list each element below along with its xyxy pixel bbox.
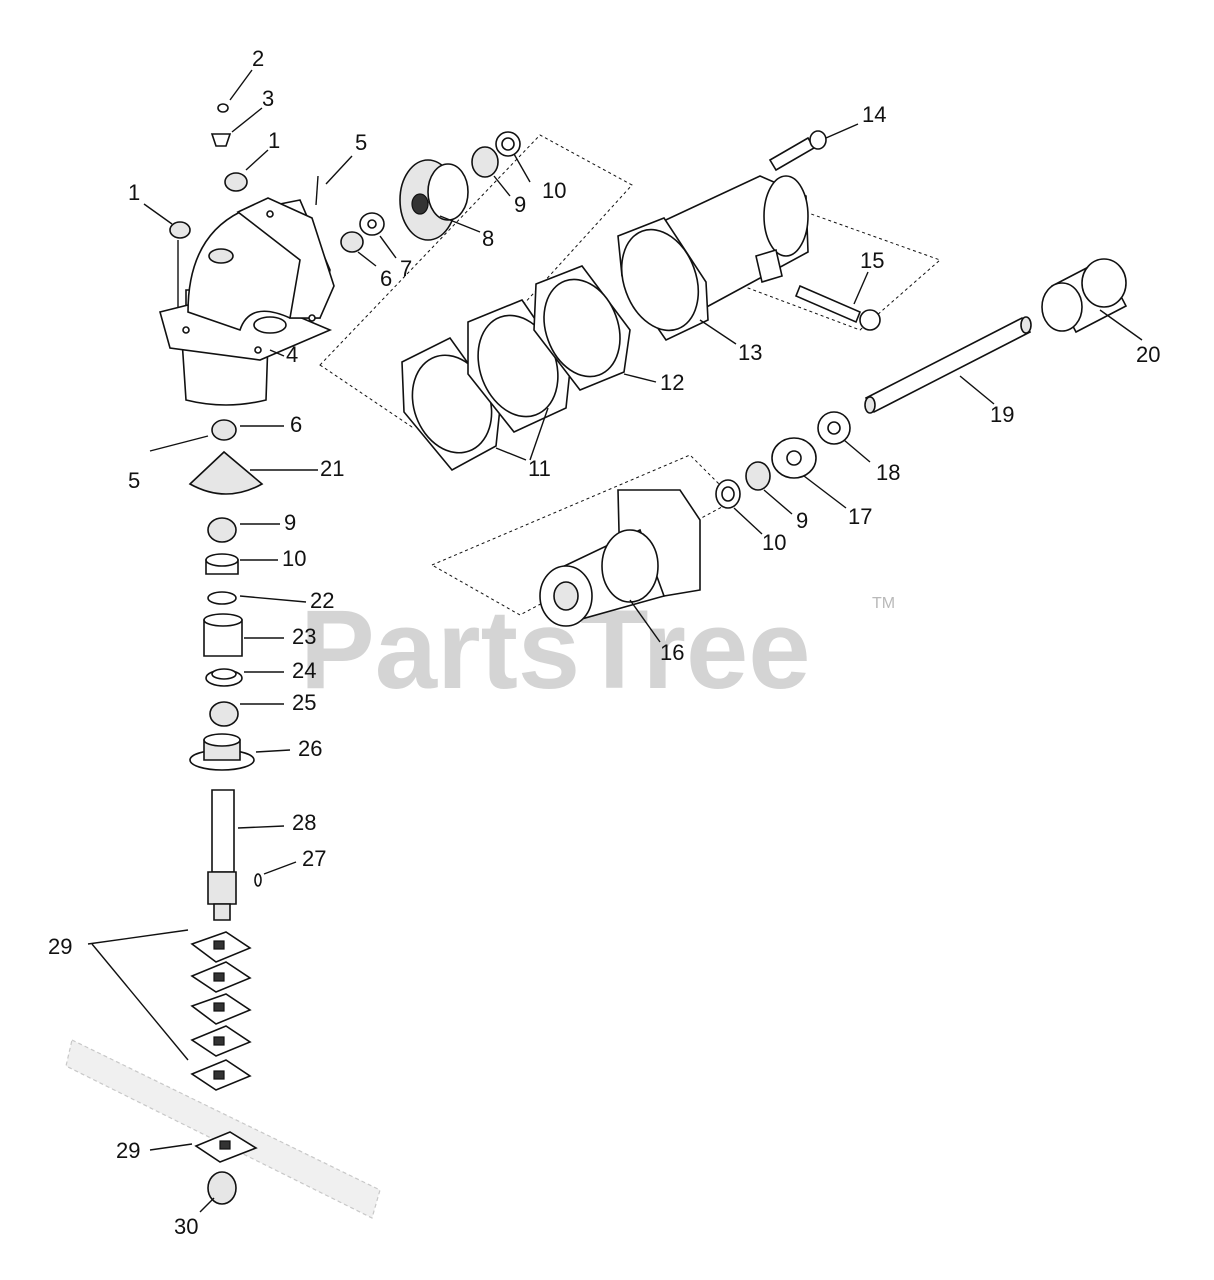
callout-10-stack: 10 bbox=[282, 546, 306, 571]
part-22-ring[interactable] bbox=[207, 591, 237, 605]
part-8-bevel-gear-large[interactable] bbox=[399, 159, 469, 241]
part-7-washer[interactable] bbox=[359, 212, 385, 236]
callout-5-top: 5 bbox=[355, 130, 367, 155]
callout-22: 22 bbox=[310, 588, 334, 613]
part-12-gasket[interactable] bbox=[531, 265, 633, 391]
callout-16: 16 bbox=[660, 640, 684, 665]
watermark-trademark: TM bbox=[872, 595, 895, 612]
part-20-sleeve[interactable] bbox=[1041, 258, 1128, 334]
part-10-seal-stack[interactable] bbox=[205, 553, 239, 575]
part-5-pin-top[interactable] bbox=[315, 175, 319, 206]
callout-23: 23 bbox=[292, 624, 316, 649]
part-9-bearing-stack[interactable] bbox=[207, 517, 237, 543]
callout-30: 30 bbox=[174, 1214, 198, 1239]
callout-27: 27 bbox=[302, 846, 326, 871]
part-2-screw[interactable] bbox=[217, 103, 229, 113]
part-6-nut-upper[interactable] bbox=[340, 231, 364, 253]
blade bbox=[65, 1039, 381, 1219]
leader-lines bbox=[87, 69, 1143, 1213]
part-29-plate-single[interactable] bbox=[194, 1131, 258, 1163]
callout-9-stack: 9 bbox=[284, 510, 296, 535]
callout-4: 4 bbox=[286, 342, 298, 367]
part-30-nut[interactable] bbox=[207, 1171, 237, 1205]
callout-17: 17 bbox=[848, 504, 872, 529]
part-3-plug[interactable] bbox=[210, 133, 232, 147]
callout-11: 11 bbox=[528, 456, 551, 481]
callout-2: 2 bbox=[252, 46, 264, 71]
part-13-tube-housing[interactable] bbox=[608, 175, 809, 342]
part-29-plate-stack[interactable] bbox=[190, 931, 252, 1091]
callout-19: 19 bbox=[990, 402, 1014, 427]
callout-28: 28 bbox=[292, 810, 316, 835]
callout-7: 7 bbox=[400, 256, 412, 281]
callout-18: 18 bbox=[876, 460, 900, 485]
assembly-plane-upper bbox=[319, 134, 633, 428]
callout-1-top: 1 bbox=[268, 128, 280, 153]
callout-12: 12 bbox=[660, 370, 684, 395]
part-5-pin-lower[interactable] bbox=[149, 435, 209, 452]
part-9-bearing-lower[interactable] bbox=[745, 461, 771, 491]
part-6-nut-lower[interactable] bbox=[211, 419, 237, 441]
callout-29-single: 29 bbox=[116, 1138, 140, 1163]
part-15-bolt[interactable] bbox=[794, 284, 881, 331]
part-14-bolt[interactable] bbox=[768, 130, 827, 172]
part-19-drive-shaft[interactable] bbox=[864, 316, 1032, 414]
callout-15: 15 bbox=[860, 248, 884, 273]
part-23-spacer[interactable] bbox=[203, 613, 243, 657]
part-27-pin[interactable] bbox=[254, 873, 262, 887]
callout-13: 13 bbox=[738, 340, 762, 365]
callout-9-lower: 9 bbox=[796, 508, 808, 533]
part-17-washer-large[interactable] bbox=[771, 437, 817, 479]
callout-25: 25 bbox=[292, 690, 316, 715]
callout-6-lower: 6 bbox=[290, 412, 302, 437]
part-10-seal-upper[interactable] bbox=[495, 131, 521, 157]
part-25-bearing[interactable] bbox=[209, 701, 239, 727]
callout-9-upper: 9 bbox=[514, 192, 526, 217]
callout-5-lower: 5 bbox=[128, 468, 140, 493]
part-4-gear-housing[interactable] bbox=[159, 197, 335, 406]
callout-26: 26 bbox=[298, 736, 322, 761]
callout-14: 14 bbox=[862, 102, 886, 127]
part-16-bearing-housing[interactable] bbox=[539, 489, 701, 627]
part-21-bevel-gear-small[interactable] bbox=[188, 450, 264, 495]
callout-6-upper: 6 bbox=[380, 266, 392, 291]
callout-8: 8 bbox=[482, 226, 494, 251]
callout-21: 21 bbox=[320, 456, 344, 481]
part-24-seal[interactable] bbox=[205, 668, 243, 687]
part-10-seal-lower[interactable] bbox=[715, 479, 741, 509]
callout-labels: 2 3 1 1 5 4 6 7 8 9 10 14 15 13 12 11 20… bbox=[48, 46, 1160, 1239]
callout-3: 3 bbox=[262, 86, 274, 111]
callout-29-stack: 29 bbox=[48, 934, 72, 959]
part-26-bearing-cap[interactable] bbox=[189, 733, 255, 771]
part-28-spindle[interactable] bbox=[207, 789, 237, 921]
part-9-bearing-upper[interactable] bbox=[471, 146, 499, 178]
callout-10-lower: 10 bbox=[762, 530, 786, 555]
callout-1-side: 1 bbox=[128, 180, 140, 205]
callout-24: 24 bbox=[292, 658, 316, 683]
callout-20: 20 bbox=[1136, 342, 1160, 367]
part-1-nipple-top[interactable] bbox=[224, 172, 248, 192]
callout-10-upper: 10 bbox=[542, 178, 566, 203]
part-18-washer[interactable] bbox=[817, 411, 851, 445]
